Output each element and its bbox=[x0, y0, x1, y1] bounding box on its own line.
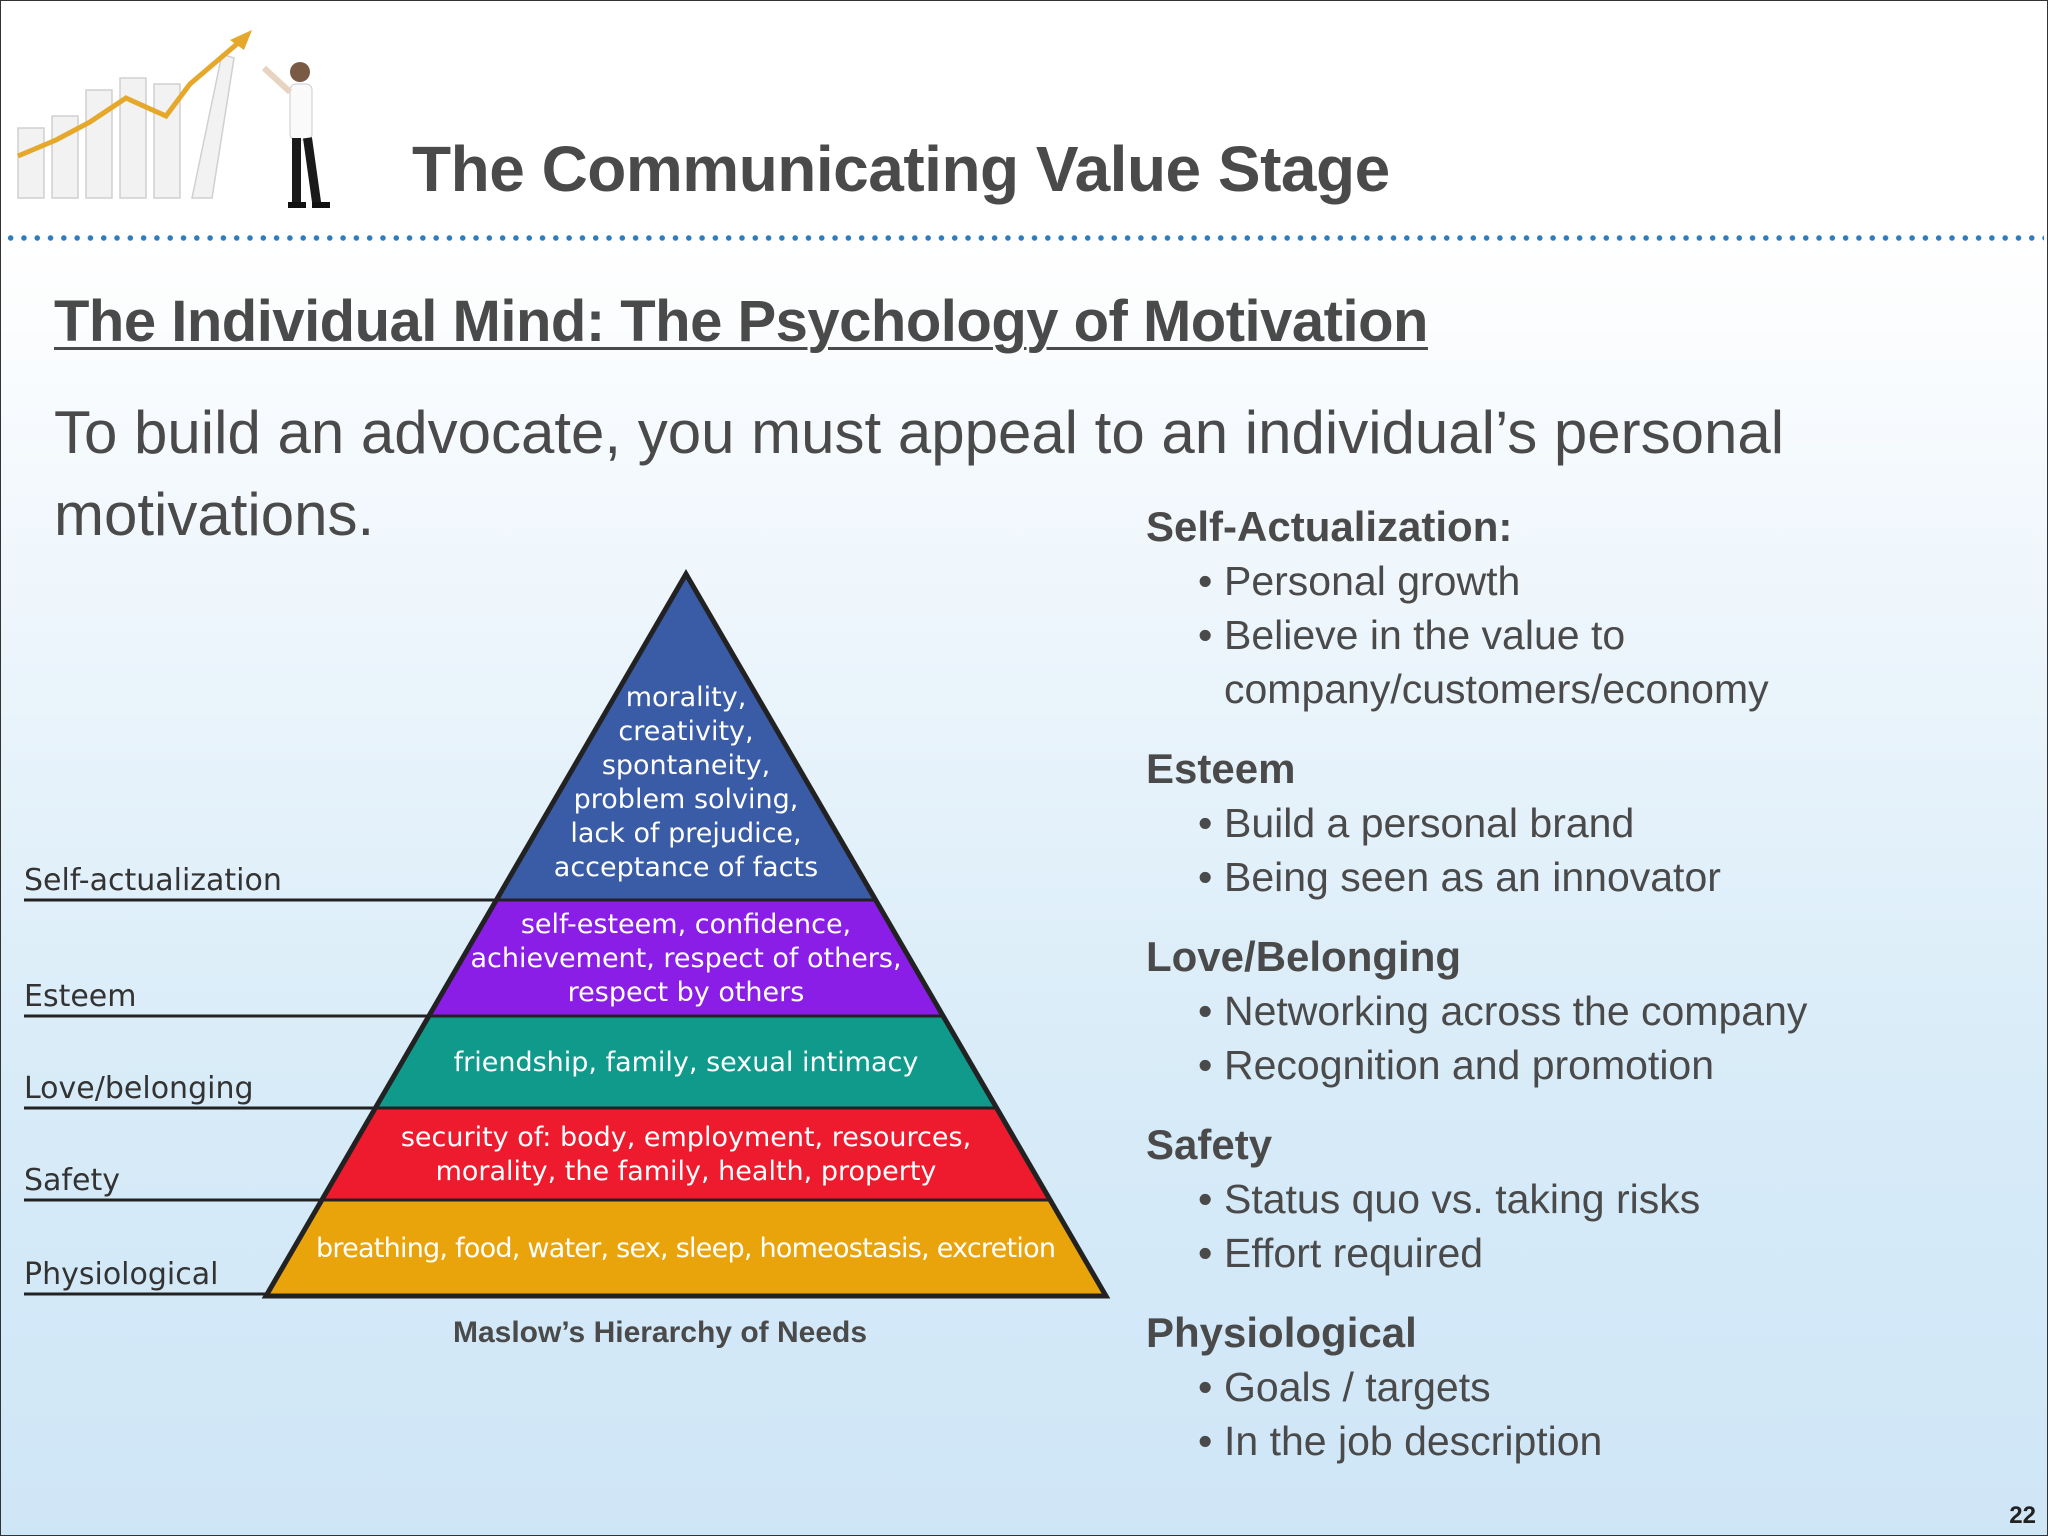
pyramid-band-text: morality, bbox=[626, 682, 747, 713]
need-items: •Build a personal brand•Being seen as an… bbox=[1146, 796, 2026, 904]
slide-title: The Communicating Value Stage bbox=[412, 133, 1390, 205]
need-group: Love/Belonging•Networking across the com… bbox=[1146, 930, 2026, 1092]
pyramid-band-esteem bbox=[428, 900, 944, 1016]
section-heading: The Individual Mind: The Psychology of M… bbox=[54, 289, 1428, 354]
bullet-icon: • bbox=[1198, 558, 1213, 604]
intro-text: To build an advocate, you must appeal to… bbox=[54, 399, 1785, 548]
pyramid-band-physiological bbox=[266, 1200, 1106, 1296]
need-item: •Build a personal brand bbox=[1198, 796, 2026, 850]
need-item-text: Effort required bbox=[1224, 1230, 1484, 1276]
need-item-text: Believe in the value to company/customer… bbox=[1224, 612, 1769, 712]
pyramid-band-self-actualization bbox=[496, 574, 876, 900]
need-group: Self-Actualization:•Personal growth•Beli… bbox=[1146, 500, 2026, 716]
need-item: •Status quo vs. taking risks bbox=[1198, 1172, 2026, 1226]
level-label: Esteem bbox=[24, 979, 137, 1014]
need-group: Esteem•Build a personal brand•Being seen… bbox=[1146, 742, 2026, 904]
diagram-caption: Maslow’s Hierarchy of Needs bbox=[452, 1316, 868, 1349]
bullet-icon: • bbox=[1198, 612, 1213, 658]
need-items: •Networking across the company•Recogniti… bbox=[1146, 984, 2026, 1092]
pyramid-band-text: respect by others bbox=[568, 977, 805, 1008]
need-group: Safety•Status quo vs. taking risks•Effor… bbox=[1146, 1118, 2026, 1280]
pyramid-band-text: problem solving, bbox=[574, 784, 799, 815]
bullet-icon: • bbox=[1198, 1364, 1213, 1410]
page-number: 22 bbox=[2009, 1502, 2036, 1529]
need-item-text: Personal growth bbox=[1224, 558, 1521, 604]
need-item: •Being seen as an innovator bbox=[1198, 850, 2026, 904]
need-item: •Recognition and promotion bbox=[1198, 1038, 2026, 1092]
need-group: Physiological•Goals / targets•In the job… bbox=[1146, 1306, 2026, 1468]
pyramid-band-love-belonging bbox=[375, 1016, 997, 1108]
pyramid-outline bbox=[261, 569, 1111, 1299]
need-items: •Status quo vs. taking risks•Effort requ… bbox=[1146, 1172, 2026, 1280]
dotted-divider bbox=[4, 234, 2044, 242]
need-item-text: Networking across the company bbox=[1224, 988, 1808, 1034]
need-item-text: Being seen as an innovator bbox=[1224, 854, 1721, 900]
needs-list: Self-Actualization:•Personal growth•Beli… bbox=[1146, 500, 2026, 1494]
pyramid-band-text: breathing, food, water, sex, sleep, home… bbox=[316, 1233, 1056, 1264]
bullet-icon: • bbox=[1198, 1176, 1213, 1222]
need-item: •Personal growth bbox=[1198, 554, 2026, 608]
bullet-icon: • bbox=[1198, 1418, 1213, 1464]
bullet-icon: • bbox=[1198, 854, 1213, 900]
pyramid-band-text: self-esteem, confidence, bbox=[521, 909, 851, 940]
need-item-text: Recognition and promotion bbox=[1224, 1042, 1715, 1088]
pyramid-band-text: morality, the family, health, property bbox=[436, 1156, 937, 1187]
pyramid-band-text: security of: body, employment, resources… bbox=[401, 1122, 971, 1153]
need-items: •Personal growth•Believe in the value to… bbox=[1146, 554, 2026, 716]
need-item-text: Goals / targets bbox=[1224, 1364, 1491, 1410]
bullet-icon: • bbox=[1198, 1042, 1213, 1088]
maslow-pyramid: morality,creativity,spontaneity,problem … bbox=[24, 569, 1111, 1299]
pyramid-band-text: friendship, family, sexual intimacy bbox=[454, 1047, 919, 1078]
need-items: •Goals / targets•In the job description bbox=[1146, 1360, 2026, 1468]
need-item: •Goals / targets bbox=[1198, 1360, 2026, 1414]
pyramid-band-text: achievement, respect of others, bbox=[470, 943, 901, 974]
pyramid-band-text: lack of prejudice, bbox=[570, 818, 801, 849]
pyramid-band-text: creativity, bbox=[618, 716, 753, 747]
growth-chart-businessman-icon bbox=[17, 30, 330, 208]
need-title: Safety bbox=[1146, 1121, 1273, 1168]
need-title: Self-Actualization: bbox=[1146, 503, 1513, 550]
level-label: Self-actualization bbox=[24, 863, 282, 898]
bullet-icon: • bbox=[1198, 1230, 1213, 1276]
need-item: •Effort required bbox=[1198, 1226, 2026, 1280]
need-title: Love/Belonging bbox=[1146, 933, 1461, 980]
need-item-text: In the job description bbox=[1224, 1418, 1603, 1464]
pyramid-band-text: spontaneity, bbox=[602, 750, 770, 781]
need-item: •Networking across the company bbox=[1198, 984, 2026, 1038]
pyramid-band-safety bbox=[321, 1108, 1051, 1200]
need-item: •Believe in the value to company/custome… bbox=[1198, 608, 2026, 716]
need-item-text: Build a personal brand bbox=[1224, 800, 1635, 846]
level-label: Love/belonging bbox=[24, 1071, 254, 1106]
need-item: •In the job description bbox=[1198, 1414, 2026, 1468]
need-title: Physiological bbox=[1146, 1309, 1417, 1356]
need-item-text: Status quo vs. taking risks bbox=[1224, 1176, 1701, 1222]
level-label: Physiological bbox=[24, 1257, 218, 1292]
bullet-icon: • bbox=[1198, 988, 1213, 1034]
bullet-icon: • bbox=[1198, 800, 1213, 846]
pyramid-band-text: acceptance of facts bbox=[554, 852, 818, 883]
level-label: Safety bbox=[24, 1163, 120, 1198]
need-title: Esteem bbox=[1146, 745, 1296, 792]
